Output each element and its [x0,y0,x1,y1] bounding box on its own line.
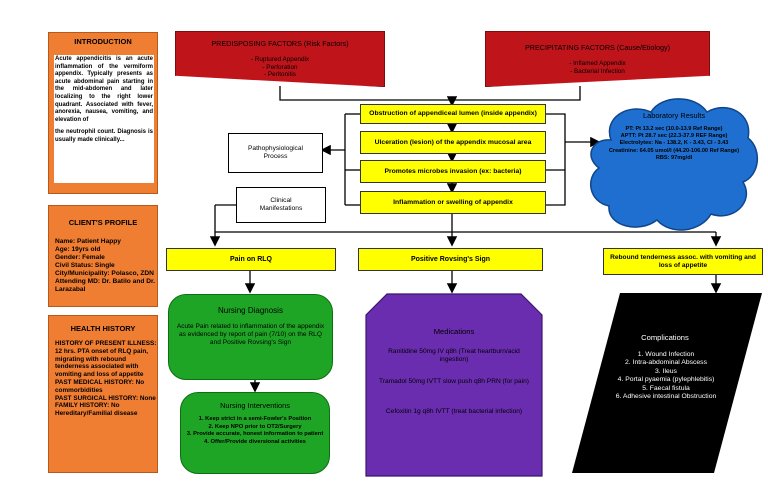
manifestation-rebound-tenderness: Rebound tenderness assoc. with vomiting … [603,248,763,275]
introduction-text-box: Acute appendicitis is an acute inflammat… [54,55,154,183]
nursing-diagnosis-box: Nursing Diagnosis Acute Pain related to … [168,294,333,380]
health-history-title: HEALTH HISTORY [70,324,136,333]
introduction-text-continued: the neutrophil count. Diagnosis is usual… [55,129,153,143]
lab-results-text: PT: Pt 13.2 sec (10.0-13.9 Ref Range) AP… [608,126,740,161]
clinical-manifestations-label: Clinical Manifestations [236,187,326,223]
process-step-inflammation: Inflammation or swelling of appendix [360,191,546,214]
precipitating-factors-box: PRECIPITATING FACTORS (Cause/Etiology) -… [485,31,710,87]
manifestation-rovsing-sign: Positive Rovsing's Sign [358,248,543,271]
process-step-microbes: Promotes microbes invasion (ex: bacteria… [360,160,546,183]
health-history-text: HISTORY OF PRESENT ILLNESS: 12 hrs. PTA … [55,340,157,418]
predisposing-items: - Ruptured Appendix - Perforation - Peri… [250,56,310,78]
introduction-panel: INTRODUCTION Acute appendicitis is an ac… [48,32,158,194]
medications-title: Medications [433,327,475,336]
nursing-interventions-title: Nursing Interventions [220,401,290,410]
medication-ranitidine: Ranitidine 50mg IV q8h (Treat heartburn/… [388,348,520,363]
nursing-diagnosis-title: Nursing Diagnosis [218,306,283,315]
complications-list: 1. Wound Infection 2. Intra-abdominal Ab… [615,351,717,401]
complications-title: Complications [641,333,689,342]
nursing-interventions-box: Nursing Interventions 1. Keep strict in … [180,392,330,474]
medication-cefoxitin: Cefoxitin 1g q8h IVTT (treat bacterial i… [385,408,523,415]
client-profile-panel: CLIENT'S PROFILE Name: Patient Happy Age… [48,205,158,307]
client-profile-text: Name: Patient Happy Age: 19yrs old Gende… [55,238,156,293]
introduction-title: INTRODUCTION [74,37,132,46]
process-step-ulceration: Ulceration (lesion) of the appendix muco… [360,131,546,154]
precipitating-items: - Inflamed Appendix - Bacterial Infectio… [569,60,626,75]
client-profile-title: CLIENT'S PROFILE [68,218,138,227]
health-history-panel: HEALTH HISTORY HISTORY OF PRESENT ILLNES… [48,315,158,473]
lab-results-title: Laboratory Results [642,111,706,120]
precipitating-title: PRECIPITATING FACTORS (Cause/Etiology) [525,43,670,52]
complications-shape [572,293,762,473]
medication-tramadol: Tramadol 50mg IVTT slow push q8h PRN (fo… [379,378,529,385]
medications-shape [365,293,543,477]
lab-results-cloud [589,98,758,231]
nursing-interventions-text: 1. Keep strict in a semi-Fowler's Positi… [186,416,324,445]
process-step-obstruction: Obstruction of appendiceal lumen (inside… [360,104,546,124]
nursing-diagnosis-text: Acute Pain related to inflammation of th… [176,323,325,346]
manifestation-pain-rlq: Pain on RLQ [166,248,336,271]
predisposing-title: PREDISPOSING FACTORS (Risk Factors) [211,39,349,48]
introduction-text: Acute appendicitis is an acute inflammat… [55,56,153,123]
pathophysiological-process-label: Pathophysiological Process [228,133,323,173]
predisposing-factors-box: PREDISPOSING FACTORS (Risk Factors) - Ru… [175,31,385,87]
